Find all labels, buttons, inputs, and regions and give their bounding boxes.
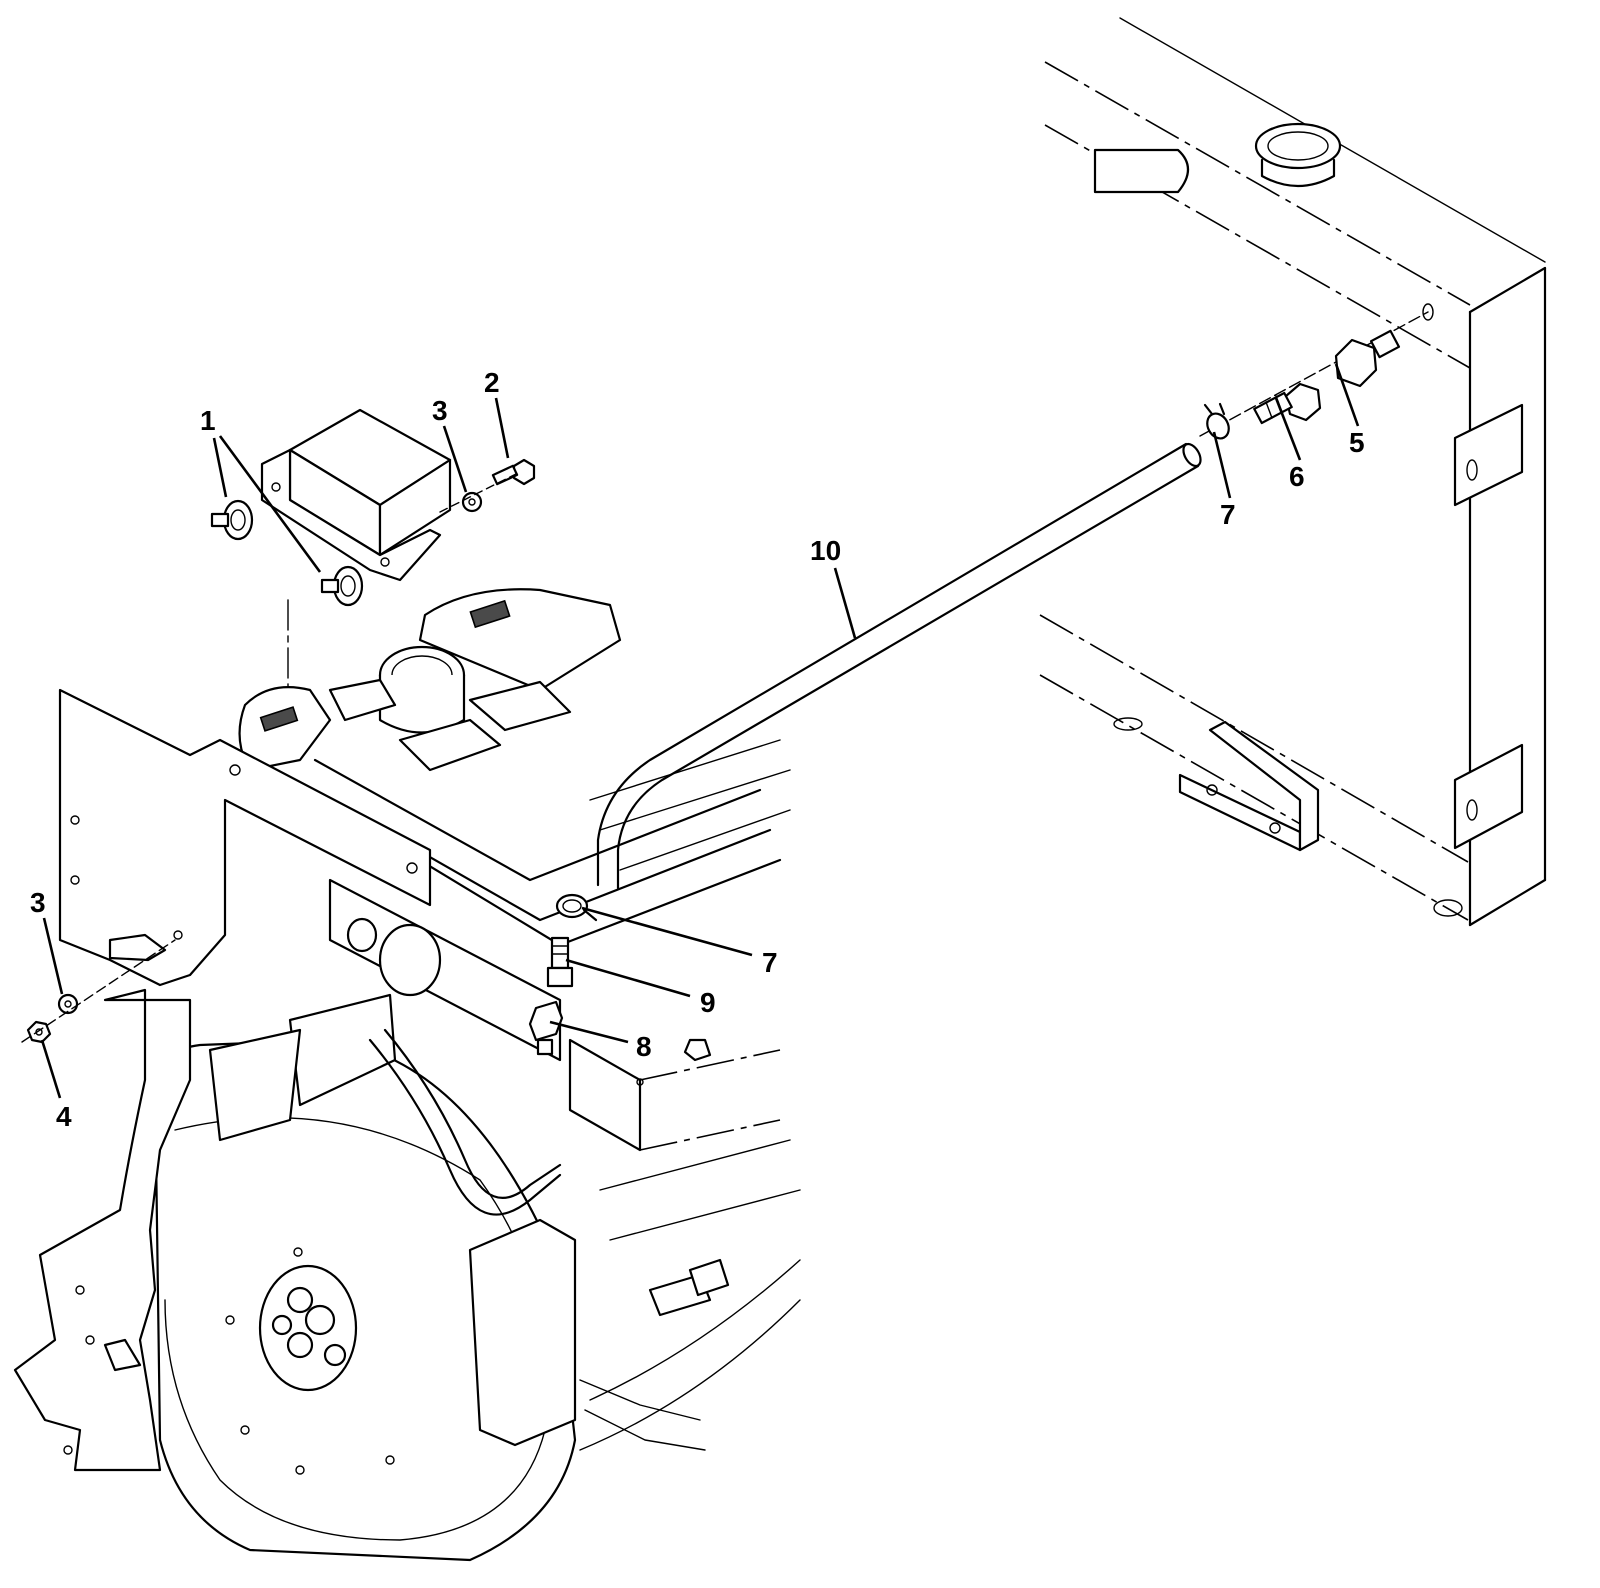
- bolt: [491, 458, 536, 486]
- radiator-filler-neck: [1254, 122, 1342, 187]
- radiator: [1039, 17, 1547, 927]
- callout-6: 6: [1289, 461, 1305, 492]
- radiator-shroud-tab: [1093, 148, 1190, 194]
- callout-5: 5: [1349, 427, 1365, 458]
- elbow-fitting-lower: [528, 1000, 564, 1056]
- radiator-mount-bracket-upper: [1453, 403, 1524, 507]
- callout-10: 10: [810, 535, 841, 566]
- hose-barb-lower: [546, 936, 574, 988]
- leader-lines: [40, 363, 1360, 1099]
- callout-7-right: 7: [1220, 499, 1236, 530]
- callout-8: 8: [636, 1031, 652, 1062]
- callout-3-top: 3: [432, 395, 448, 426]
- rubber-isolator-lower: [320, 565, 364, 607]
- rubber-isolator-upper: [210, 499, 254, 541]
- callout-9: 9: [700, 987, 716, 1018]
- overflow-hose: [596, 442, 1202, 890]
- callout-3-left: 3: [30, 887, 46, 918]
- adapter-fitting: [1334, 329, 1401, 388]
- isolator-left-washer: [57, 993, 79, 1015]
- radiator-mount-bracket-lower: [1453, 743, 1524, 850]
- radiator-foot-bracket: [1178, 720, 1320, 852]
- hose-clamp-lower: [555, 893, 598, 922]
- hose-barb-fitting: [1253, 382, 1322, 425]
- hose-clamp-upper: [1203, 402, 1230, 440]
- control-module: [260, 408, 452, 582]
- flywheel-hub: [258, 1264, 358, 1392]
- callout-7-lower: 7: [762, 947, 778, 978]
- engine-assembly: [13, 588, 801, 1562]
- callout-4: 4: [56, 1101, 72, 1132]
- washer-upper: [461, 491, 483, 513]
- callout-2: 2: [484, 367, 500, 398]
- callout-1: 1: [200, 405, 216, 436]
- nut: [26, 1020, 52, 1044]
